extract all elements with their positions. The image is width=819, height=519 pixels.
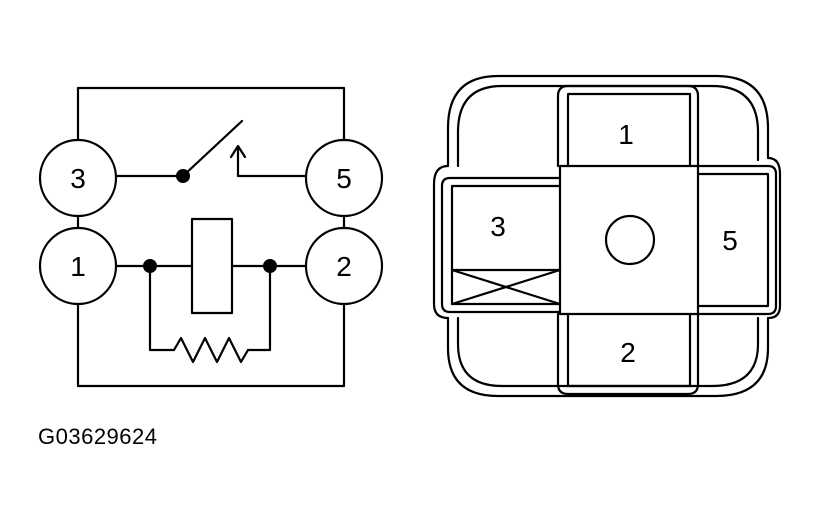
switch-contact bbox=[114, 119, 308, 183]
center-block bbox=[558, 164, 700, 316]
terminal-1-label: 1 bbox=[70, 251, 86, 282]
terminal-3: 3 bbox=[38, 138, 118, 218]
coil-circuit bbox=[114, 217, 308, 364]
terminal-1: 1 bbox=[38, 226, 118, 306]
relay-coil bbox=[190, 217, 234, 315]
terminal-3-label: 3 bbox=[70, 163, 86, 194]
pin-5: 5 bbox=[696, 164, 778, 316]
pin-2: 2 bbox=[556, 312, 700, 396]
pin-3-label: 3 bbox=[490, 211, 506, 242]
relay-schematic: 3 5 1 2 bbox=[38, 86, 384, 388]
terminal-2-label: 2 bbox=[336, 251, 352, 282]
figure-id: G03629624 bbox=[38, 424, 158, 449]
pin-5-label: 5 bbox=[722, 225, 738, 256]
pin-2-label: 2 bbox=[620, 337, 636, 368]
center-hole bbox=[604, 214, 656, 266]
terminal-5-label: 5 bbox=[336, 163, 352, 194]
connector-outer-outline bbox=[432, 74, 782, 398]
resistor bbox=[172, 336, 250, 364]
relay-connector: 1 2 3 5 bbox=[432, 74, 782, 398]
pin-1-label: 1 bbox=[618, 119, 634, 150]
pin-3: 3 bbox=[440, 176, 562, 314]
terminal-5: 5 bbox=[304, 138, 384, 218]
terminal-2: 2 bbox=[304, 226, 384, 306]
pin-1: 1 bbox=[556, 84, 700, 168]
wiring bbox=[76, 86, 346, 388]
